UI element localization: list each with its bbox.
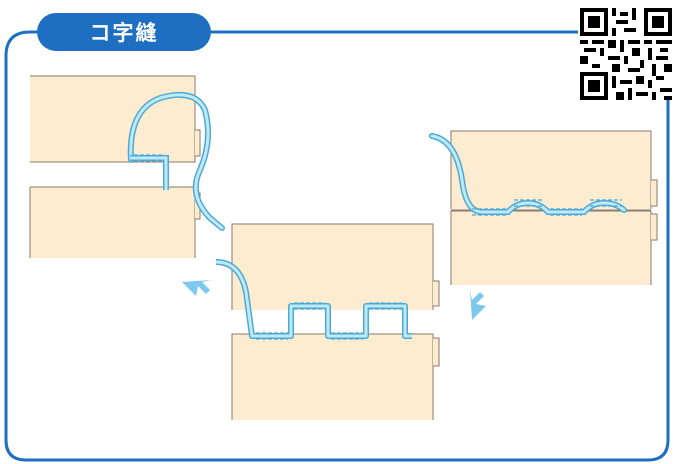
step-2-illustration (215, 223, 440, 420)
section-title: コ字縫 (37, 13, 211, 51)
arrow-down-right-icon (182, 280, 212, 296)
step-3-illustration (429, 130, 658, 285)
section-title-text: コ字縫 (89, 21, 159, 45)
arrow-up-right-icon (470, 290, 486, 320)
step-1-illustration (29, 75, 225, 258)
qr-code-icon (580, 8, 672, 100)
